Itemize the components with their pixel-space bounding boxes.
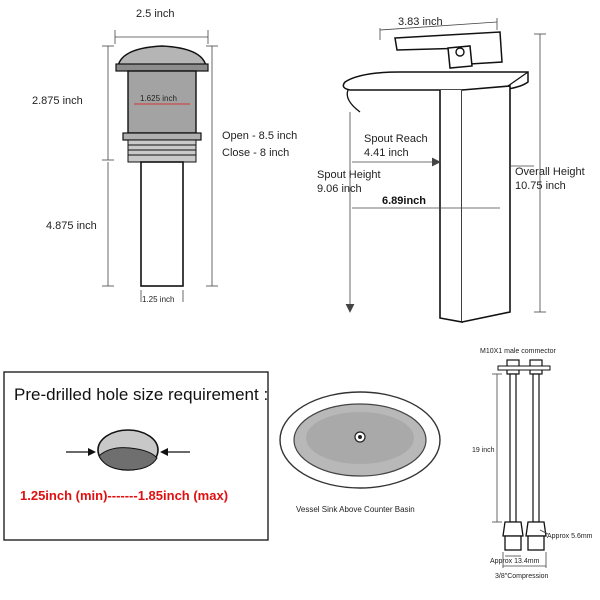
spout-height-label: Spout Height (317, 169, 381, 181)
spout-reach-label: Spout Reach (364, 133, 428, 145)
hose-length-label: 19 inch (472, 447, 495, 454)
faucet-illustration (342, 31, 529, 323)
spout-reach-value: 4.41 inch (364, 147, 409, 159)
drain-open-height-label: Open - 8.5 inch (222, 130, 297, 142)
drain-top-height-label: 2.875 inch (32, 95, 83, 107)
hose-connector-label: M10X1 male commector (480, 348, 557, 355)
drain-bottom-height-label: 4.875 inch (46, 220, 97, 232)
hose-illustration (497, 359, 551, 551)
overall-height-value: 10.75 inch (515, 180, 566, 192)
faucet-depth-label: 6.89inch (382, 195, 426, 207)
drain-illustration (115, 45, 209, 287)
sink-caption: Vessel Sink Above Counter Basin (296, 505, 415, 514)
hose-compression-label: 3/8"Compression (495, 573, 549, 580)
drain-dimension-lines (102, 30, 218, 302)
faucet-top-width-label: 3.83 inch (398, 16, 443, 28)
faucet-dimension-lines (345, 18, 546, 313)
overall-height-label: Overall Height (515, 166, 585, 178)
drain-close-height-label: Close - 8 inch (222, 147, 289, 159)
drain-top-width-label: 2.5 inch (136, 8, 175, 20)
hole-size-range: 1.25inch (min)-------1.85inch (max) (20, 488, 228, 503)
hose-approx-side-label: Approx 5.6mm (547, 533, 593, 540)
hole-illustration (66, 429, 190, 471)
hose-dimension-lines (492, 373, 549, 568)
spout-height-value: 9.06 inch (317, 183, 362, 195)
hole-requirement-title: Pre-drilled hole size requirement : (14, 385, 268, 404)
drain-inner-diameter-label: 1.625 inch (140, 94, 177, 103)
vessel-sink-illustration (279, 391, 441, 489)
hose-approx-bottom-label: Approx 13.4mm (490, 558, 540, 565)
drain-pipe-diameter-label: 1.25 inch (142, 295, 174, 304)
